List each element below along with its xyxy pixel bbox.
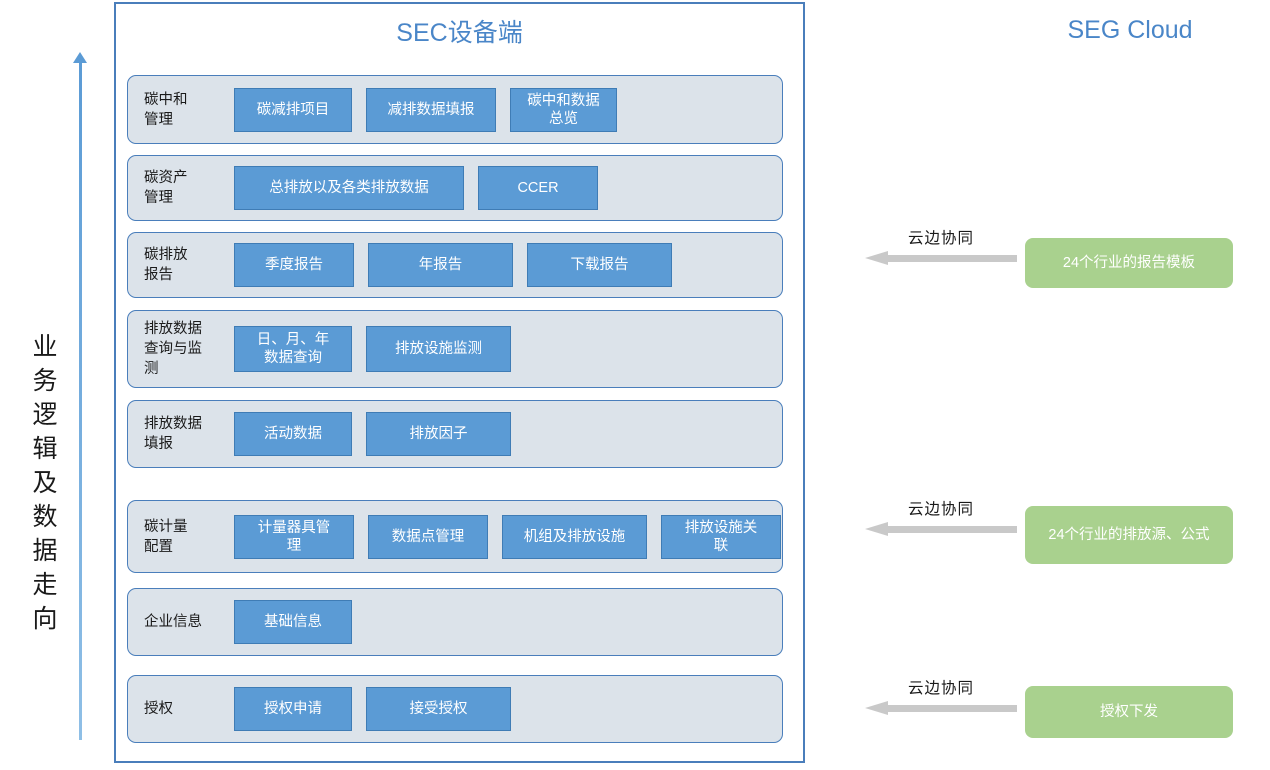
row-emission-data-query-monitoring: 排放数据查询与监测 日、月、年数据查询 排放设施监测: [127, 310, 783, 388]
module-chip[interactable]: 减排数据填报: [366, 87, 496, 132]
cloud-box-emission-source: 24个行业的排放源、公式: [1025, 506, 1233, 564]
row-label: 企业信息: [144, 614, 202, 630]
row-label: 授权: [144, 701, 173, 717]
module-chip[interactable]: 授权申请: [234, 687, 352, 731]
flow-direction-arrow: [79, 60, 82, 740]
module-chip[interactable]: CCER: [478, 166, 598, 210]
flow-direction-label: 业务逻辑及数据走向: [25, 330, 65, 636]
module-chip-label: 碳减排项目: [256, 101, 330, 118]
row-items: 碳减排项目 减排数据填报 碳中和数据总览: [234, 76, 782, 143]
flow-label-char: 逻: [32, 401, 58, 429]
row-emission-data-entry: 排放数据填报 活动数据 排放因子: [127, 400, 783, 468]
module-chip[interactable]: 排放设施监测: [366, 326, 511, 372]
arrow-shaft: [887, 526, 1017, 533]
module-chip-label: 授权申请: [264, 701, 322, 717]
flow-arrow-head-icon: [73, 52, 87, 63]
module-chip-label: 减排数据填报: [387, 101, 475, 118]
module-chip-label: 排放设施关联: [684, 519, 758, 554]
row-items: 基础信息: [234, 589, 782, 655]
module-chip-label: 计量器具管理: [257, 519, 331, 554]
flow-label-char: 向: [32, 605, 58, 633]
module-chip-label: 排放因子: [409, 426, 468, 442]
row-carbon-asset-management: 碳资产管理 总排放以及各类排放数据 CCER: [127, 155, 783, 221]
flow-label-char: 及: [32, 469, 58, 497]
flow-label-char: 走: [32, 571, 58, 599]
module-chip[interactable]: 碳减排项目: [234, 87, 352, 132]
module-chip-label: 碳中和数据总览: [527, 92, 600, 127]
row-items: 活动数据 排放因子: [234, 401, 782, 467]
module-chip-label: 接受授权: [409, 701, 468, 717]
module-chip[interactable]: 计量器具管理: [234, 514, 354, 559]
row-items: 季度报告 年报告 下载报告: [234, 233, 782, 297]
left-arrow-icon: [865, 522, 1017, 536]
arrow-head: [865, 701, 888, 715]
flow-label-char: 据: [32, 537, 58, 565]
row-label: 碳排放报告: [144, 247, 188, 283]
row-label: 排放数据填报: [144, 416, 202, 452]
row-emission-report: 碳排放报告 季度报告 年报告 下载报告: [127, 232, 783, 298]
row-items: 授权申请 接受授权: [234, 676, 782, 742]
seg-cloud-title: SEG Cloud: [1067, 16, 1193, 44]
sync-label: 云边协同: [907, 680, 974, 697]
row-label: 碳计量配置: [144, 518, 188, 555]
module-chip[interactable]: 下载报告: [527, 243, 672, 287]
sync-label: 云边协同: [907, 230, 974, 247]
sync-label: 云边协同: [907, 501, 974, 518]
module-chip[interactable]: 总排放以及各类排放数据: [234, 166, 464, 210]
row-enterprise-info: 企业信息 基础信息: [127, 588, 783, 656]
module-chip[interactable]: 季度报告: [234, 243, 354, 287]
module-chip-label: 排放设施监测: [395, 341, 482, 357]
module-chip[interactable]: 机组及排放设施: [502, 514, 647, 559]
arrow-shaft: [887, 705, 1017, 712]
module-chip-label: 基础信息: [264, 614, 322, 630]
module-chip-label: 年报告: [418, 257, 463, 273]
arrow-head: [865, 251, 888, 265]
module-chip[interactable]: 接受授权: [366, 687, 511, 731]
cloud-box-authorization-dispatch: 授权下发: [1025, 686, 1233, 738]
module-chip[interactable]: 数据点管理: [368, 514, 488, 559]
module-chip[interactable]: 活动数据: [234, 412, 352, 456]
module-chip-label: 活动数据: [264, 426, 322, 442]
flow-label-char: 辑: [32, 435, 58, 463]
module-chip[interactable]: 基础信息: [234, 600, 352, 644]
arrow-shaft: [887, 255, 1017, 262]
module-chip[interactable]: 排放设施关联: [661, 514, 781, 559]
sync-group-source: 云边协同: [865, 497, 1017, 536]
row-items: 计量器具管理 数据点管理 机组及排放设施 排放设施关联: [234, 501, 795, 572]
row-carbon-metering-config: 碳计量配置 计量器具管理 数据点管理 机组及排放设施 排放设施关联: [127, 500, 783, 573]
module-chip-label: 数据点管理: [391, 528, 465, 545]
module-chip-label: 季度报告: [265, 257, 323, 273]
module-chip-label: 下载报告: [570, 257, 629, 273]
sec-panel-title: SEC设备端: [396, 19, 523, 47]
cloud-box-report-template: 24个行业的报告模板: [1025, 238, 1233, 288]
row-label: 排放数据查询与监测: [144, 321, 202, 377]
row-authorization: 授权 授权申请 接受授权: [127, 675, 783, 743]
flow-label-char: 数: [32, 503, 58, 531]
module-chip[interactable]: 排放因子: [366, 412, 511, 456]
sync-group-authorization: 云边协同: [865, 676, 1017, 715]
left-arrow-icon: [865, 701, 1017, 715]
arrow-head: [865, 522, 888, 536]
row-items: 日、月、年数据查询 排放设施监测: [234, 311, 782, 387]
left-arrow-icon: [865, 251, 1017, 265]
module-chip-label: 总排放以及各类排放数据: [269, 180, 429, 196]
flow-label-char: 务: [32, 367, 58, 395]
row-label: 碳中和管理: [144, 91, 188, 128]
module-chip-label: CCER: [517, 180, 559, 196]
row-label: 碳资产管理: [144, 170, 188, 206]
sync-group-report: 云边协同: [865, 226, 1017, 265]
module-chip-label: 机组及排放设施: [523, 528, 626, 545]
row-carbon-neutral-management: 碳中和管理 碳减排项目 减排数据填报 碳中和数据总览: [127, 75, 783, 144]
flow-label-char: 业: [32, 333, 58, 361]
module-chip-label: 日、月、年数据查询: [256, 332, 330, 366]
row-items: 总排放以及各类排放数据 CCER: [234, 156, 782, 220]
module-chip[interactable]: 日、月、年数据查询: [234, 326, 352, 372]
module-chip[interactable]: 碳中和数据总览: [510, 87, 617, 132]
module-chip[interactable]: 年报告: [368, 243, 513, 287]
